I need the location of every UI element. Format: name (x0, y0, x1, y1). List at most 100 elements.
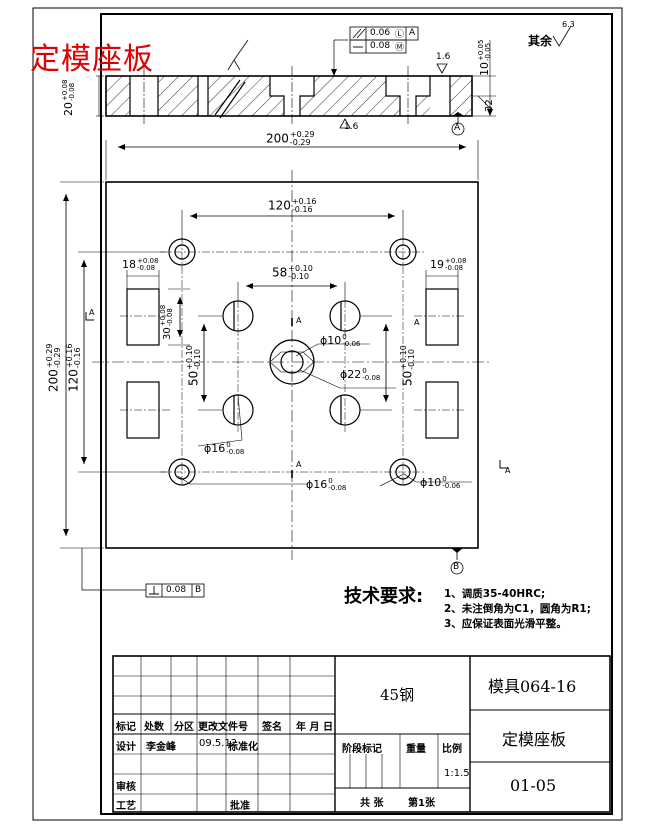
dia10-top-base: ϕ10 (320, 334, 342, 347)
tb-label-approve: 批准 (230, 801, 250, 812)
requirements-heading: 技术要求: (344, 586, 424, 607)
section-label-a3: A (505, 466, 511, 475)
tb-label-zone: 分区 (174, 722, 194, 733)
tb-designer: 李金峰 (146, 742, 176, 753)
dim-height-base: 200 (46, 369, 61, 392)
dim-hole-y-left-base: 50 (186, 370, 201, 386)
dim-right-height-base: 10 (478, 62, 491, 76)
dia22-lo: -0.08 (362, 374, 381, 382)
tb-label-mark: 标记 (116, 722, 136, 733)
tb-drawing-no: 01-05 (510, 776, 557, 795)
dia10-bottom-up: 0 (442, 475, 447, 483)
dim-thickness-lo: -0.08 (68, 82, 76, 101)
gdt-circle-l: Ⓛ (395, 30, 405, 40)
dia10-bottom-base: ϕ10 (420, 476, 442, 489)
dim-hole-y-left: 50+0.10-0.10 (185, 345, 202, 386)
section-label-a2: A (296, 460, 302, 469)
tb-label-standardize: 标准化 (228, 742, 258, 753)
dim-pitch-y-lo: -0.16 (73, 347, 82, 369)
requirement-2: 2、未注倒角为C1，圆角为R1; (444, 603, 591, 615)
dim-slot-width-lo: -0.08 (137, 264, 156, 272)
dim-slot-height-base: 30 (162, 327, 173, 340)
requirement-1: 1、调质35-40HRC; (444, 588, 546, 600)
tb-label-design: 设计 (116, 742, 136, 753)
dia16-bottom: ϕ160-0.08 (306, 478, 346, 492)
dim-hole-x: 58+0.10-0.10 (272, 265, 313, 281)
tb-drawing-code: 模具064-16 (488, 677, 577, 696)
dim-slot-width-right-base: 19 (430, 258, 444, 271)
dia10-bottom-lo: -0.06 (442, 482, 461, 490)
dim-right-small: 32 (484, 99, 495, 112)
dia16-left: ϕ160-0.08 (204, 442, 244, 456)
sheet-outer-border (32, 7, 623, 821)
tb-label-stage-mark: 阶段标记 (342, 744, 382, 755)
gdt-flatness-frame (349, 39, 407, 54)
gdt-perp-datum: B (195, 585, 202, 595)
tb-label-weight: 重量 (406, 744, 426, 755)
dia22-base: ϕ22 (340, 368, 362, 381)
sheet-inner-border (100, 13, 613, 815)
requirement-3: 3、应保证表面光滑平整。 (444, 618, 567, 630)
red-title: 定模座板 (30, 42, 154, 77)
dim-hole-x-base: 58 (272, 265, 288, 280)
dia16-bottom-base: ϕ16 (306, 478, 328, 491)
tb-label-change-doc: 更改文件号 (198, 722, 248, 733)
tb-design-date: 09.5.12 (199, 738, 238, 749)
tb-material: 45钢 (380, 686, 415, 704)
roughness-top: 1.6 (436, 52, 451, 62)
dim-slot-height: 30+0.08-0.08 (159, 305, 174, 340)
dim-pitch-y: 120+0.16-0.16 (65, 344, 82, 392)
dim-hole-x-lo: -0.10 (288, 272, 309, 281)
dim-pitch-x: 120+0.16-0.16 (268, 198, 316, 214)
dim-slot-width-right: 19+0.08-0.08 (430, 258, 466, 272)
datum-b-label: B (453, 562, 460, 572)
dia10-bottom: ϕ100-0.06 (420, 476, 460, 490)
tb-scale: 1:1.5 (444, 768, 470, 779)
dim-height: 200+0.29-0.29 (45, 344, 62, 392)
surface-finish-note: 其余 (528, 34, 553, 48)
dim-width-up: +0.29 (289, 130, 315, 139)
dia10-top: ϕ100-0.06 (320, 334, 360, 348)
dim-pitch-y-base: 120 (66, 369, 81, 392)
section-view (96, 39, 496, 136)
section-label-a1: A (296, 316, 302, 325)
tb-label-review: 审核 (116, 782, 136, 793)
dim-slot-width-right-up: +0.08 (445, 257, 467, 265)
tb-label-total: 共 张 (360, 798, 384, 809)
gdt-circle-m: Ⓜ (395, 43, 405, 53)
dia16-left-lo: -0.08 (226, 448, 245, 456)
dim-slot-width-right-lo: -0.08 (445, 264, 464, 272)
dia10-top-up: 0 (342, 333, 347, 341)
dim-hole-y-left-lo: -0.10 (193, 349, 202, 370)
dim-thickness-base: 20 (62, 102, 75, 116)
dim-width: 200+0.29-0.29 (266, 131, 314, 147)
tb-label-count: 处数 (144, 722, 164, 733)
tb-label-sign: 签名 (262, 722, 282, 733)
dia16-left-up: 0 (226, 441, 231, 449)
gdt-perp-value: 0.08 (166, 585, 187, 595)
dim-hole-y-right: 50+0.10-0.10 (399, 345, 416, 386)
dim-height-lo: -0.29 (53, 347, 62, 369)
tb-label-scale: 比例 (442, 744, 462, 755)
gdt-parallel-datum: A (409, 28, 416, 38)
dim-hole-y-right-base: 50 (400, 370, 415, 386)
dim-right-height: 10+0.05-0.05 (477, 40, 492, 76)
dim-width-base: 200 (266, 131, 289, 146)
surface-finish-value: 6.3 (562, 20, 575, 29)
gdt-flatness-value: 0.08 (370, 41, 391, 51)
dim-slot-width-base: 18 (122, 258, 136, 271)
dim-width-lo: -0.29 (289, 138, 311, 147)
dim-hole-x-up: +0.10 (288, 264, 313, 273)
plan-view (60, 25, 572, 598)
dim-thickness: 20+0.08-0.08 (61, 80, 76, 116)
dim-pitch-x-lo: -0.16 (291, 205, 313, 214)
title-block-grid (112, 655, 611, 813)
dia10-top-lo: -0.06 (342, 340, 361, 348)
dim-pitch-x-base: 120 (268, 198, 291, 213)
dia22-up: 0 (362, 367, 367, 375)
dim-slot-width-up: +0.08 (137, 257, 159, 265)
datum-a-label: A (454, 123, 461, 133)
dia22: ϕ220-0.08 (340, 368, 380, 382)
section-label-a4: A (89, 308, 95, 317)
